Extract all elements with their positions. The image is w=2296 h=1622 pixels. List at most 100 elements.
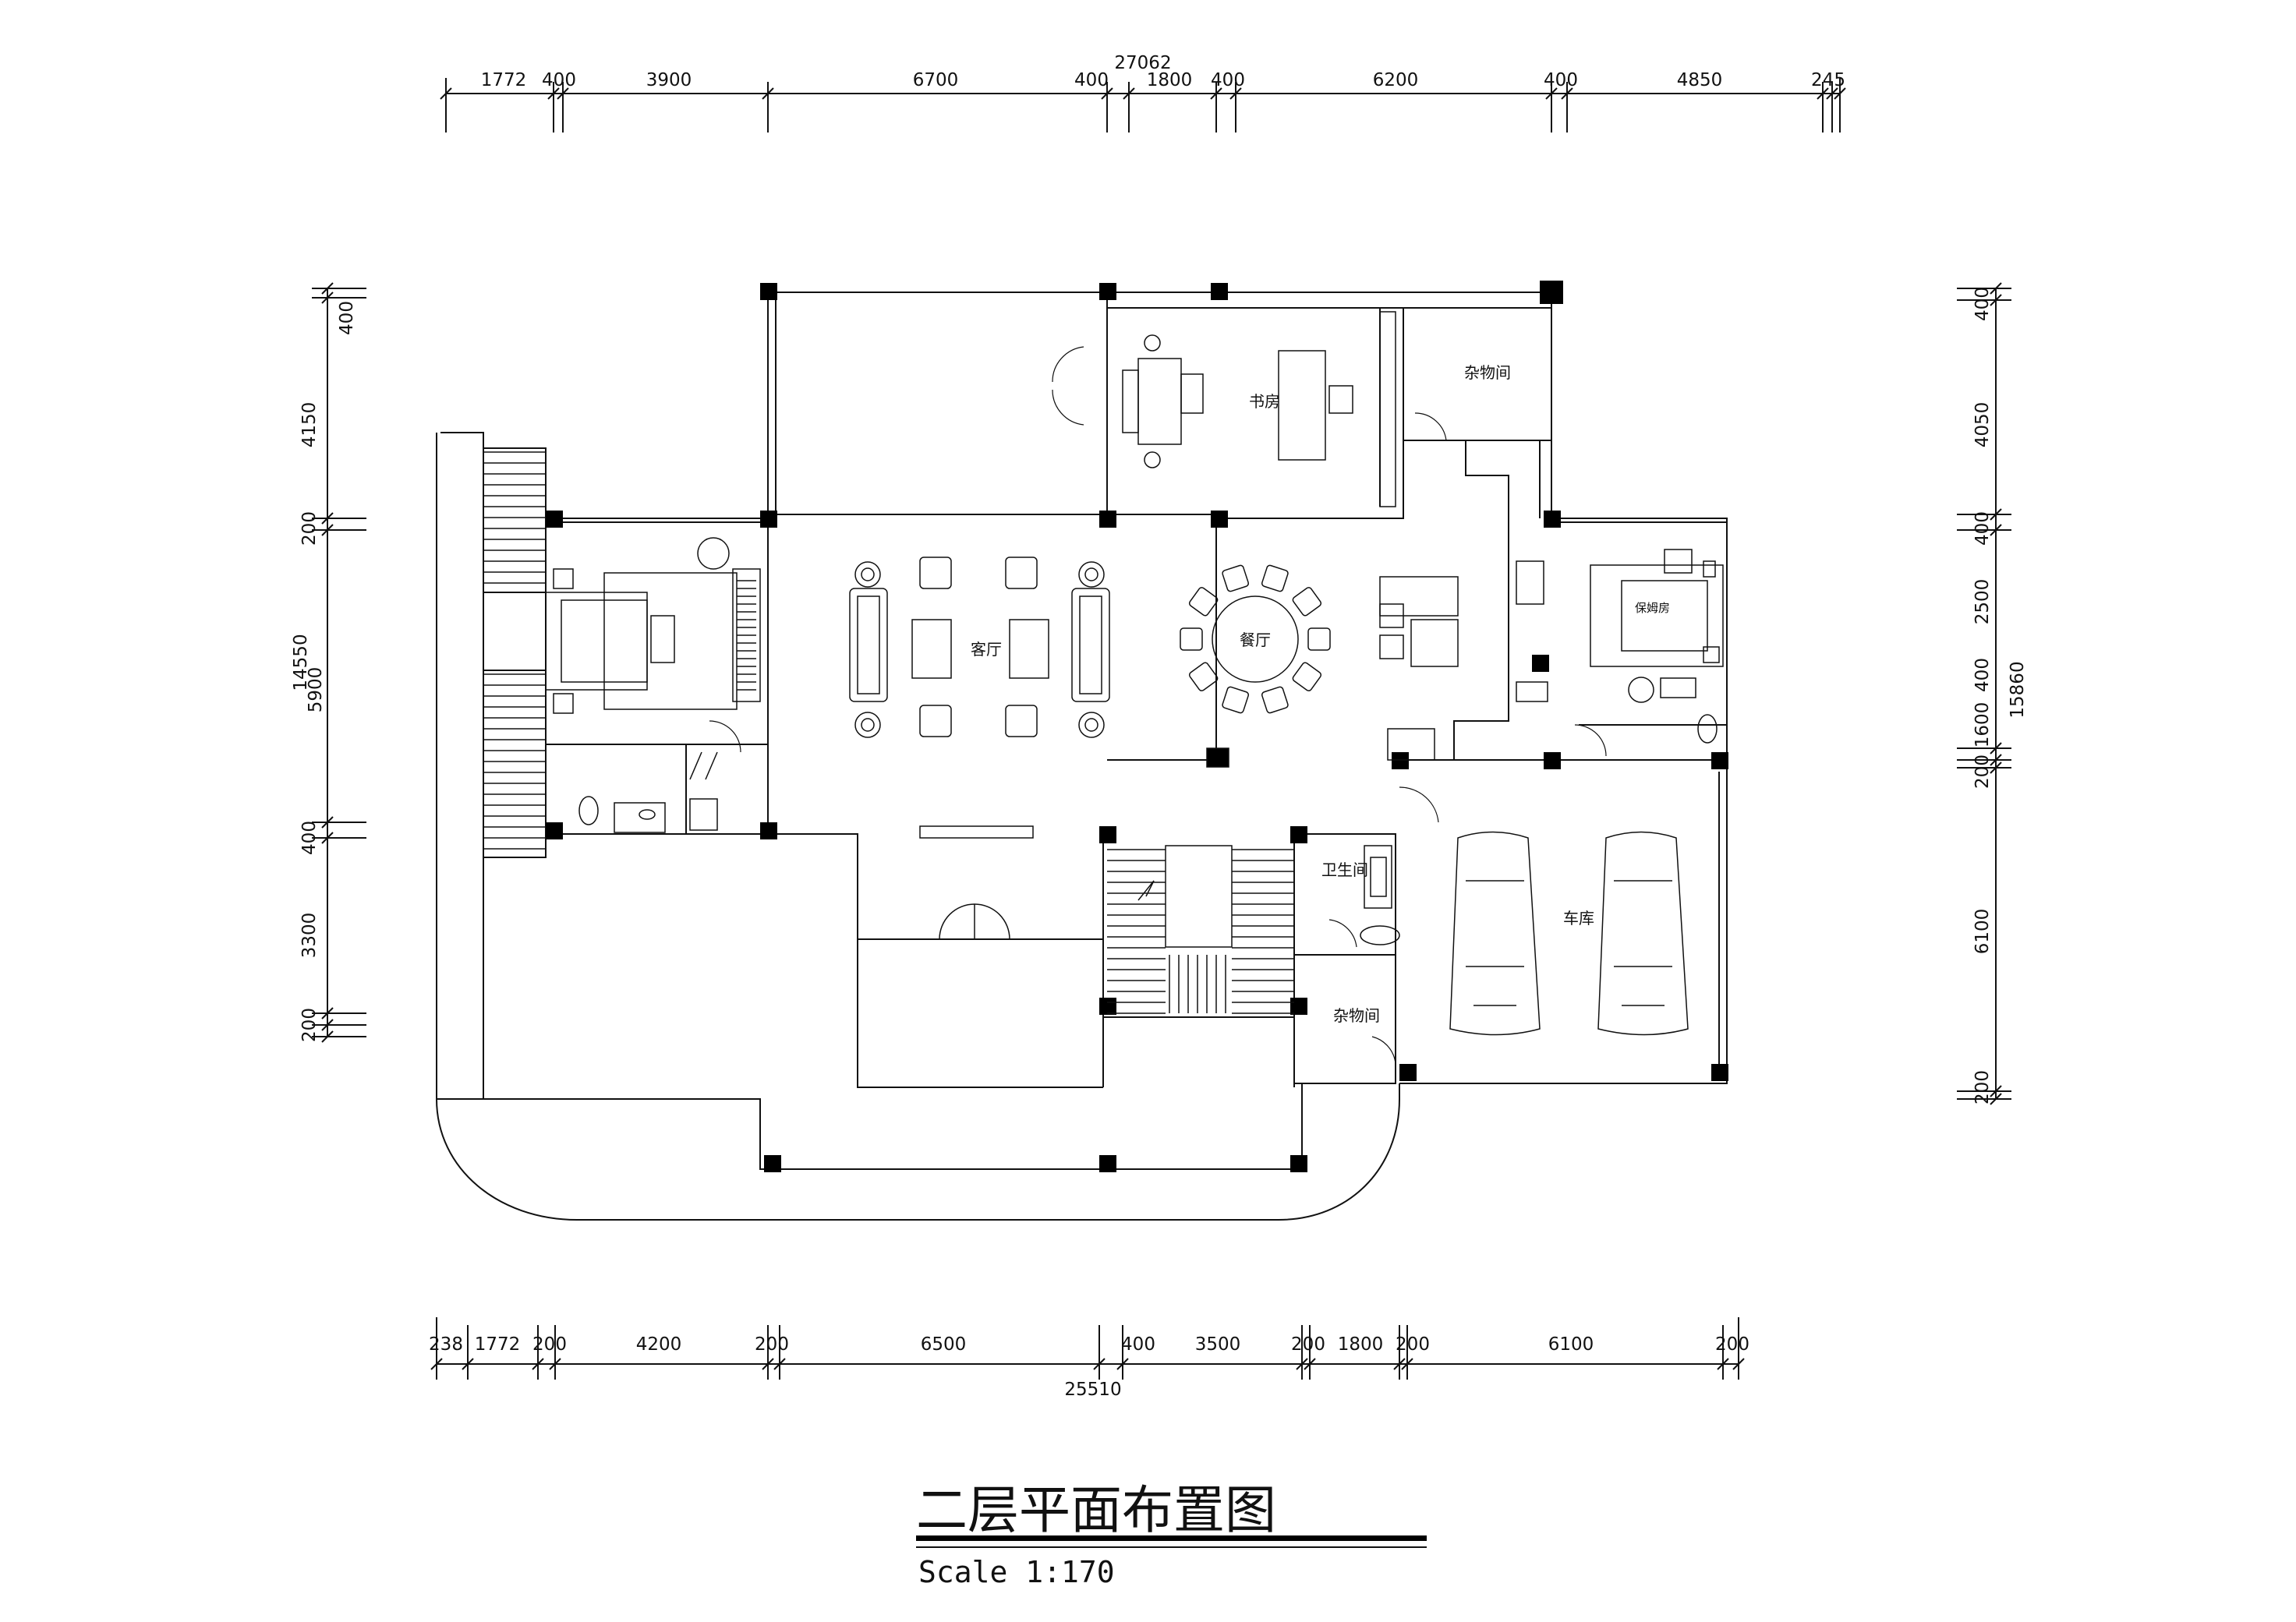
dimension-tick-slash [532, 1358, 544, 1370]
left-overall-dimension: 14550 [291, 634, 311, 691]
room-label-bathroom: 卫生间 [1321, 860, 1368, 879]
dining-chair [1188, 587, 1219, 617]
bottom-dim-4: 4200 [636, 1334, 682, 1355]
bottom-dim-8: 3500 [1195, 1334, 1241, 1355]
room-label-nanny: 保姆房 [1635, 601, 1670, 615]
dimension-tick-slash [762, 1358, 774, 1370]
dimension-tick-slash [1990, 754, 2002, 766]
dimension-tick-slash [1401, 1358, 1413, 1370]
right-dim-9: 200 [1972, 1070, 1993, 1104]
dimension-tick-slash [321, 1019, 334, 1031]
dimension-tick-slash [1304, 1358, 1316, 1370]
room-label-storage-bottom: 杂物间 [1333, 1006, 1380, 1025]
kitchen-fixtures [1379, 560, 1548, 761]
right-dim-1: 400 [1972, 287, 1993, 321]
title-block: 二层平面布置图 Scale 1:170 [916, 1480, 1427, 1589]
dining-chair [1180, 627, 1203, 651]
bottom-dim-9: 200 [1291, 1334, 1325, 1355]
left-dimension-chain: 14550 400 4150 200 5900 400 3300 200 [291, 282, 366, 1043]
left-dim-1: 400 [337, 301, 357, 335]
room-label-garage: 车库 [1563, 909, 1594, 928]
bottom-overall-dimension: 25510 [1064, 1380, 1121, 1400]
dining-chair [1307, 627, 1331, 651]
right-dim-4: 2500 [1972, 579, 1993, 625]
dining-chair [1292, 662, 1322, 691]
building-walls [436, 292, 1728, 1221]
dimension-tick-slash [1732, 1358, 1745, 1370]
bottom-dim-12: 6100 [1548, 1334, 1594, 1355]
right-overall-dimension: 15860 [2008, 661, 2028, 718]
dimension-tick-slash [321, 1007, 334, 1019]
dimension-tick-slash [430, 1358, 443, 1370]
dimension-tick-slash [321, 816, 334, 829]
dining-chair [1261, 686, 1289, 714]
dimension-tick-slash [1990, 742, 2002, 754]
dimension-tick-slash [321, 832, 334, 844]
top-dim-6: 1800 [1147, 70, 1193, 90]
bottom-dim-5: 200 [755, 1334, 789, 1355]
right-dim-2: 4050 [1972, 402, 1993, 448]
bottom-dim-3: 200 [532, 1334, 567, 1355]
dimension-tick-slash [549, 1358, 561, 1370]
dimension-tick-slash [1834, 87, 1846, 100]
right-dimension-chain: 15860 400 4050 400 2500 400 1600 200 610… [1957, 282, 2028, 1105]
top-dim-10: 4850 [1677, 70, 1723, 90]
garage-cars [1449, 831, 1689, 1036]
drawing-scale: Scale 1:170 [918, 1555, 1115, 1589]
top-dim-2: 400 [542, 70, 576, 90]
bottom-dim-6: 6500 [921, 1334, 967, 1355]
master-bedroom-furniture [545, 537, 761, 714]
bottom-dim-13: 200 [1715, 1334, 1749, 1355]
dimension-tick-slash [1817, 87, 1829, 100]
top-dim-7: 400 [1211, 70, 1245, 90]
dimension-tick-slash [321, 524, 334, 536]
dimension-tick-slash [1210, 87, 1222, 100]
left-dim-4: 5900 [306, 667, 326, 713]
dimension-tick-slash [321, 282, 334, 295]
central-staircase [1107, 845, 1294, 1014]
dimension-tick-slash [1717, 1358, 1729, 1370]
room-label-living: 客厅 [971, 640, 1002, 659]
dimension-tick-slash [1123, 87, 1135, 100]
dimension-tick-slash [1561, 87, 1573, 100]
dining-chair [1222, 564, 1250, 592]
dimension-tick-slash [557, 87, 569, 100]
dining-chair [1188, 662, 1219, 691]
room-labels: 书房 杂物间 客厅 餐厅 保姆房 卫生间 杂物间 车库 [971, 363, 1670, 1025]
dimension-tick-slash [1990, 282, 2002, 295]
dimension-tick-slash [1545, 87, 1558, 100]
left-exterior-stairs [483, 451, 546, 850]
room-label-storage-top: 杂物间 [1464, 363, 1511, 382]
dimension-tick-slash [1116, 1358, 1129, 1370]
left-bathroom-fixtures [578, 751, 718, 833]
living-room-furniture [849, 557, 1110, 940]
left-dim-5: 400 [299, 821, 320, 855]
top-dimension-chain: 27062 1772 400 3900 6700 400 1800 400 62… [440, 53, 1846, 133]
study-furniture [1122, 311, 1396, 507]
dimension-tick-slash [1990, 1085, 2002, 1097]
dining-chair [1292, 587, 1322, 617]
left-dim-3: 200 [299, 511, 320, 546]
left-dim-7: 200 [299, 1008, 320, 1042]
dimension-tick-slash [1093, 1358, 1106, 1370]
dimension-tick-slash [321, 292, 334, 304]
right-dim-8: 6100 [1972, 909, 1993, 955]
dimension-tick-slash [1393, 1358, 1406, 1370]
nanny-room-furniture [1590, 549, 1724, 744]
bottom-dim-1: 238 [429, 1334, 463, 1355]
bathroom-fixtures [1360, 845, 1400, 945]
room-label-dining: 餐厅 [1240, 631, 1271, 649]
left-dim-6: 3300 [299, 913, 320, 959]
dining-chair [1222, 686, 1250, 714]
dimension-tick-slash [440, 87, 452, 100]
dimension-tick-slash [762, 87, 774, 100]
top-dim-8: 6200 [1373, 70, 1419, 90]
drawing-title: 二层平面布置图 [916, 1480, 1276, 1540]
dimension-tick-slash [1826, 87, 1838, 100]
dimension-tick-slash [547, 87, 560, 100]
dining-table-furniture [1180, 564, 1331, 768]
top-dim-3: 3900 [646, 70, 692, 90]
top-dim-4: 6700 [913, 70, 959, 90]
bottom-dim-2: 1772 [475, 1334, 521, 1355]
